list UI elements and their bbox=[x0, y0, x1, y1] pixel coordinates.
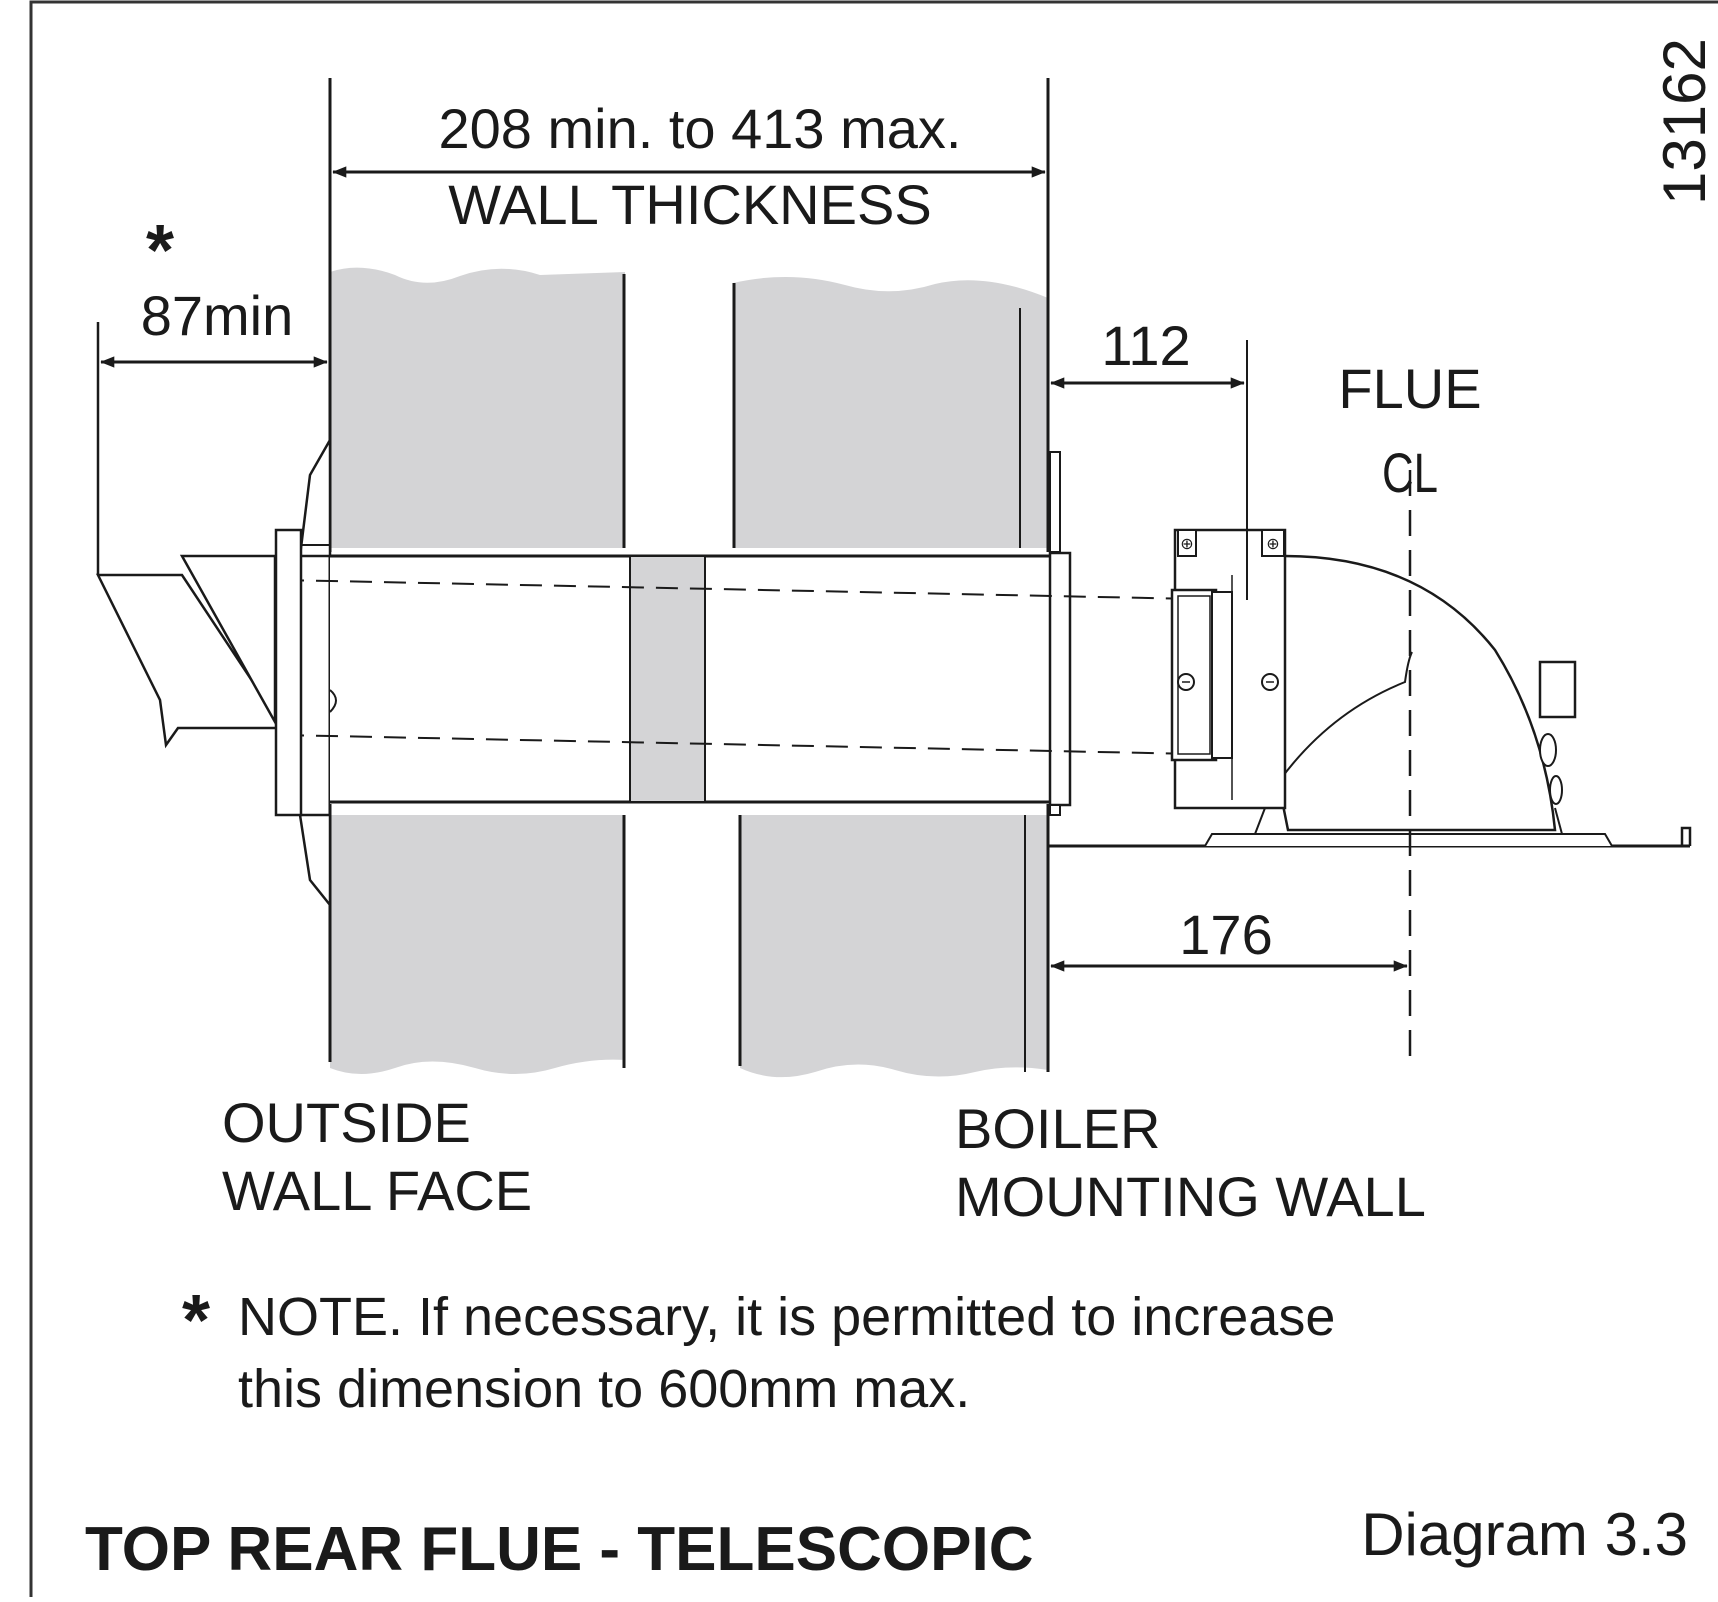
boiler-base-plate bbox=[1048, 807, 1692, 848]
terminal-flange bbox=[274, 528, 303, 817]
flue-terminal bbox=[95, 435, 337, 909]
figure-id: 13162 bbox=[1651, 38, 1718, 205]
note-line1: NOTE. If necessary, it is permitted to i… bbox=[238, 1287, 1335, 1347]
centreline-symbol: CL bbox=[1382, 441, 1438, 504]
outside-wall-caption-line1: OUTSIDE bbox=[222, 1091, 471, 1154]
svg-text:⊕: ⊕ bbox=[1180, 536, 1193, 553]
wall-thickness-label: WALL THICKNESS bbox=[448, 173, 931, 236]
outside-wall-lower bbox=[330, 815, 626, 1074]
flue-centre-offset-label: 176 bbox=[1179, 903, 1272, 966]
diagram-title: TOP REAR FLUE - TELESCOPIC bbox=[85, 1515, 1033, 1584]
boiler-wall-caption-line1: BOILER bbox=[955, 1097, 1160, 1160]
terminal-projection-asterisk: * bbox=[146, 211, 174, 291]
boiler-flue-elbow bbox=[1279, 554, 1577, 832]
note-line2: this dimension to 600mm max. bbox=[238, 1359, 970, 1419]
boiler-adaptor-clamp: ⊕ ⊕ bbox=[1170, 528, 1287, 810]
terminal-projection-label: 87min bbox=[141, 284, 294, 347]
inside-wall-upper bbox=[732, 276, 1048, 548]
boiler-offset-label: 112 bbox=[1101, 314, 1190, 377]
outside-wall-caption-line2: WALL FACE bbox=[222, 1159, 532, 1222]
inner-duct-lower-dashed bbox=[281, 734, 1246, 756]
diagram-reference: Diagram 3.3 bbox=[1361, 1501, 1688, 1568]
telescopic-joint-sleeve bbox=[629, 555, 706, 803]
page-frame bbox=[29, 0, 1718, 1597]
flue-duct bbox=[281, 451, 1246, 816]
inside-wall-lower bbox=[738, 815, 1048, 1078]
note-asterisk: * bbox=[182, 1281, 210, 1361]
boiler-wall-caption-line2: MOUNTING WALL bbox=[955, 1165, 1426, 1228]
inner-duct-upper-dashed bbox=[281, 579, 1246, 601]
outside-wall-upper bbox=[330, 267, 626, 548]
svg-text:⊕: ⊕ bbox=[1266, 536, 1279, 553]
wall-thickness-range-label: 208 min. to 413 max. bbox=[439, 97, 962, 160]
flue-label: FLUE bbox=[1338, 357, 1481, 420]
